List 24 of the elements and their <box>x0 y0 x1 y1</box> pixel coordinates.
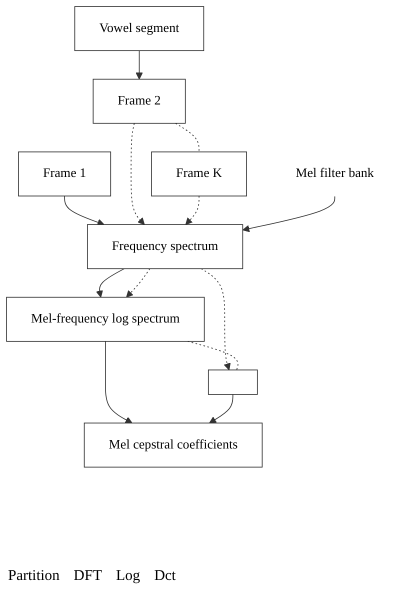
node-box: Mel cepstral coefficients <box>84 422 263 468</box>
node-box: Frequency spectrum <box>87 224 244 270</box>
arrow <box>105 340 132 424</box>
arrow <box>209 394 234 424</box>
step-label: Dct <box>154 568 176 585</box>
node-box: Mel-frequency log spectrum <box>6 296 205 342</box>
arrow <box>200 268 231 370</box>
node-box <box>208 370 258 395</box>
step-label: DFT <box>74 568 102 585</box>
step-label: Log <box>116 568 140 585</box>
node-box: Frame K <box>151 152 247 196</box>
arrow <box>126 268 150 298</box>
arrow <box>242 196 336 232</box>
arrow <box>136 50 143 80</box>
node-box: Frame 1 <box>18 152 112 196</box>
node-text: Mel filter bank <box>296 166 374 180</box>
node-box: Vowel segment <box>74 6 204 52</box>
node-box: Frame 2 <box>92 78 186 124</box>
arrow <box>64 196 104 226</box>
arrow <box>130 122 145 225</box>
connector <box>175 122 200 152</box>
arrow <box>185 196 200 225</box>
arrow <box>96 268 125 298</box>
step-label: Partition <box>8 568 60 585</box>
